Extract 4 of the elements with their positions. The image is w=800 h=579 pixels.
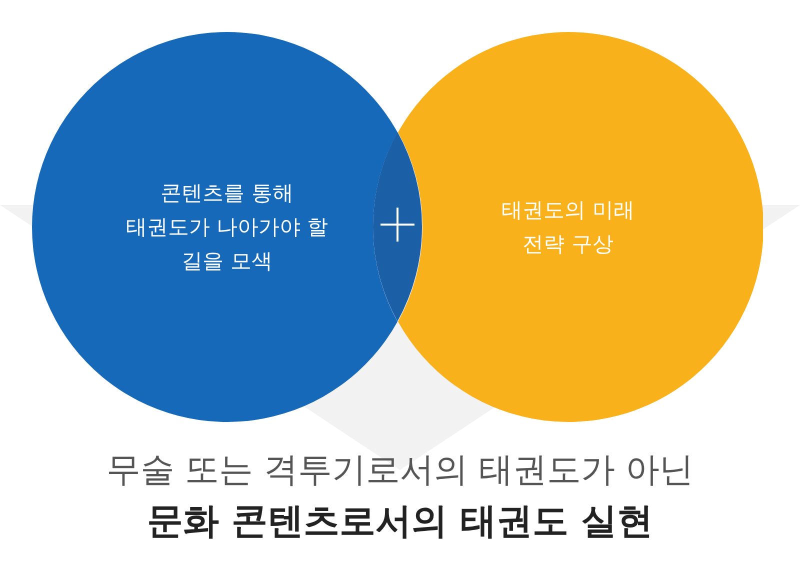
heading: 문화 콘텐츠로서의 태권도 실현 <box>147 501 653 542</box>
circle-text: 콘텐츠를 통해 태권도가 나아가야 할 길을 모색 <box>124 180 330 275</box>
circle-text: 태권도의 미래 전략 구상 <box>500 197 636 258</box>
subheading: 무술 또는 격투기로서의 태권도가 아닌 <box>106 450 694 490</box>
